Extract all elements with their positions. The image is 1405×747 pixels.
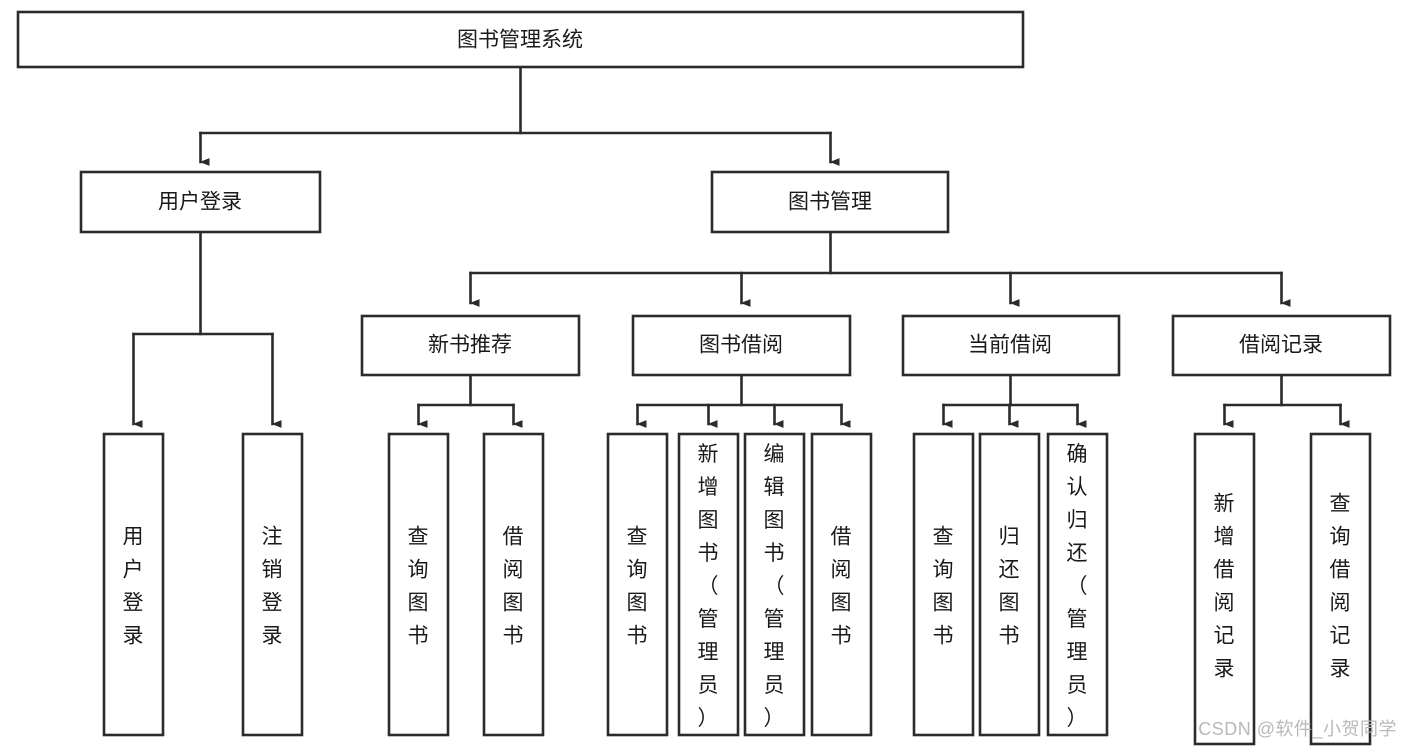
leaf-add-borrow-record-box[interactable] [1193, 432, 1256, 746]
connector-group-current-borrow [942, 373, 1087, 428]
leaf-query-borrow-record-label: 查询借阅记录 [1330, 493, 1351, 681]
leaf-logout-label: 注销登录 [262, 526, 283, 648]
connector-group-root [199, 65, 840, 166]
leaf-borrow-book-recommend-label: 借阅图书 [503, 526, 524, 648]
leaf-query-borrow-record[interactable]: 查询借阅记录 [1309, 432, 1372, 746]
leaf-query-book-borrow-label: 查询图书 [627, 526, 648, 648]
connector-group-new-book-rec [417, 373, 523, 428]
node-new-book-recommend[interactable]: 新书推荐 [360, 314, 581, 377]
leaf-query-borrow-record-box[interactable] [1309, 432, 1372, 746]
leaf-user-login-box[interactable] [102, 432, 165, 737]
csdn-watermark: CSDN @软件_小贺同学 [1198, 719, 1397, 739]
node-root-system[interactable]: 图书管理系统 [16, 10, 1025, 69]
leaf-edit-book-admin-box[interactable] [743, 432, 806, 737]
leaf-edit-book-admin-label: 编辑图书（管理员） [764, 443, 785, 730]
node-borrow-record-box[interactable] [1171, 314, 1392, 377]
leaf-user-login-label: 用户登录 [123, 526, 144, 648]
node-new-book-recommend-label: 新书推荐 [428, 334, 512, 357]
leaf-add-book-admin-label: 新增图书（管理员） [698, 443, 719, 730]
leaf-confirm-return-admin[interactable]: 确认归还（管理员） [1046, 432, 1109, 737]
leaf-logout-box[interactable] [241, 432, 304, 737]
node-book-management-label: 图书管理 [788, 191, 872, 214]
node-user-login-label: 用户登录 [158, 191, 242, 214]
connector-group-borrow-record [1223, 373, 1350, 428]
node-current-borrow[interactable]: 当前借阅 [901, 314, 1121, 377]
node-borrow-record[interactable]: 借阅记录 [1171, 314, 1392, 377]
leaf-add-book-admin[interactable]: 新增图书（管理员） [677, 432, 740, 737]
leaf-query-book-recommend-box[interactable] [387, 432, 450, 737]
node-root-system-box[interactable] [16, 10, 1025, 69]
leaf-query-book-current-label: 查询图书 [933, 526, 954, 648]
node-current-borrow-box[interactable] [901, 314, 1121, 377]
leaf-add-borrow-record-label: 新增借阅记录 [1214, 493, 1235, 681]
connector-group-book-mgmt [469, 230, 1291, 307]
node-book-borrow[interactable]: 图书借阅 [631, 314, 852, 377]
node-current-borrow-label: 当前借阅 [968, 334, 1052, 357]
leaf-query-book-recommend[interactable]: 查询图书 [387, 432, 450, 737]
leaf-confirm-return-admin-box[interactable] [1046, 432, 1109, 737]
leaf-add-book-admin-box[interactable] [677, 432, 740, 737]
leaf-borrow-book-borrow-box[interactable] [810, 432, 873, 737]
leaf-query-book-recommend-label: 查询图书 [408, 526, 429, 648]
leaf-query-book-current-box[interactable] [912, 432, 975, 737]
node-book-management-box[interactable] [710, 170, 950, 234]
leaf-return-book-box[interactable] [978, 432, 1041, 737]
leaf-user-login[interactable]: 用户登录 [102, 432, 165, 737]
leaf-query-book-current[interactable]: 查询图书 [912, 432, 975, 737]
leaf-query-book-borrow-box[interactable] [606, 432, 669, 737]
leaf-borrow-book-borrow-label: 借阅图书 [831, 526, 852, 648]
node-user-login[interactable]: 用户登录 [79, 170, 322, 234]
node-book-management[interactable]: 图书管理 [710, 170, 950, 234]
connector-group-user-login [132, 230, 282, 428]
leaf-edit-book-admin[interactable]: 编辑图书（管理员） [743, 432, 806, 737]
leaf-return-book-label: 归还图书 [999, 526, 1020, 648]
node-new-book-recommend-box[interactable] [360, 314, 581, 377]
node-book-borrow-label: 图书借阅 [699, 334, 783, 357]
leaf-logout[interactable]: 注销登录 [241, 432, 304, 737]
node-user-login-box[interactable] [79, 170, 322, 234]
leaf-return-book[interactable]: 归还图书 [978, 432, 1041, 737]
leaf-borrow-book-recommend-box[interactable] [482, 432, 545, 737]
leaf-confirm-return-admin-label: 确认归还（管理员） [1067, 443, 1088, 730]
node-book-borrow-box[interactable] [631, 314, 852, 377]
leaf-add-borrow-record[interactable]: 新增借阅记录 [1193, 432, 1256, 746]
node-borrow-record-label: 借阅记录 [1239, 334, 1323, 357]
connector-group-book-borrow [636, 373, 851, 428]
leaf-borrow-book-recommend[interactable]: 借阅图书 [482, 432, 545, 737]
leaf-query-book-borrow[interactable]: 查询图书 [606, 432, 669, 737]
leaf-borrow-book-borrow[interactable]: 借阅图书 [810, 432, 873, 737]
node-root-system-label: 图书管理系统 [457, 29, 583, 52]
